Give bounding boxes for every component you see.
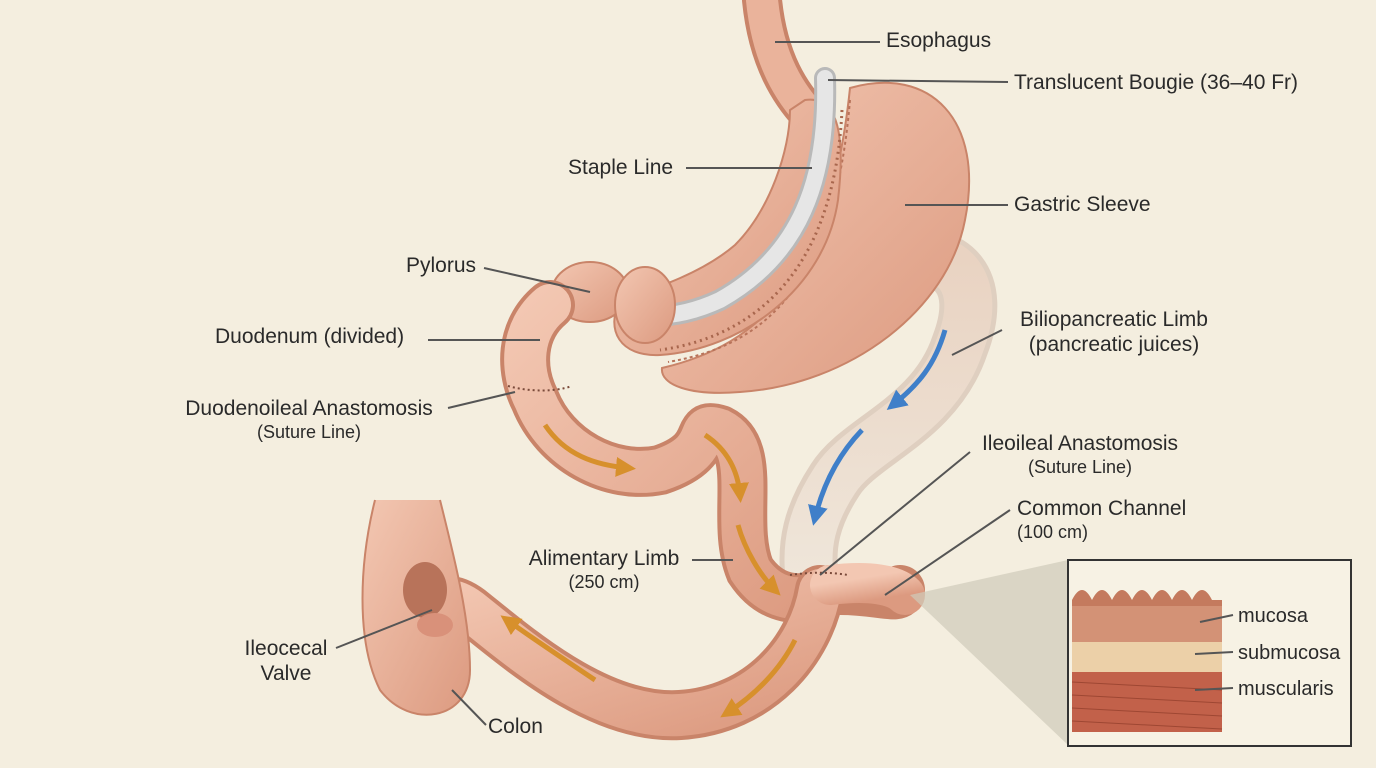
colon [361,499,472,716]
label-biliopancreatic-note: (pancreatic juices) [1028,333,1200,356]
food-flow-arrows [500,423,798,718]
bougie-tube [641,67,837,327]
label-alimentary-length: (250 cm) [568,572,640,592]
label-biliopancreatic-limb: Biliopancreatic Limb (pancreatic juices) [1008,307,1220,357]
label-ileoileal-note: (Suture Line) [1027,457,1133,477]
label-pylorus: Pylorus [406,254,477,277]
label-submucosa: submucosa [1238,642,1341,664]
common-channel [405,563,925,741]
label-duodenum: Duodenum (divided) [215,325,405,348]
label-alimentary-title: Alimentary Limb [528,547,680,570]
magnification-cone [910,560,1068,745]
label-duodenoileal-note: (Suture Line) [256,422,362,442]
label-bougie: Translucent Bougie (36–40 Fr) [1014,71,1299,94]
juice-flow-arrows [808,329,948,526]
suture-lines [507,385,849,576]
label-ileoileal-anastomosis: Ileoileal Anastomosis (Suture Line) [972,431,1188,478]
label-duodenoileal-title: Duodenoileal Anastomosis [185,397,433,420]
label-biliopancreatic-title: Biliopancreatic Limb [1020,308,1208,331]
label-ileocecal-line1: Ileocecal [244,637,328,660]
label-esophagus: Esophagus [886,29,992,52]
label-common-channel: Common Channel (100 cm) [1017,496,1186,543]
label-alimentary-limb: Alimentary Limb (250 cm) [519,546,689,593]
alimentary-limb [500,280,855,624]
label-colon: Colon [488,715,543,738]
label-mucosa: mucosa [1238,605,1309,627]
leader-lines [335,41,1011,726]
label-duodenoileal-anastomosis: Duodenoileal Anastomosis (Suture Line) [176,396,442,443]
label-gastric-sleeve: Gastric Sleeve [1014,193,1151,216]
histology-inset [1067,559,1352,747]
label-common-channel-length: (100 cm) [1017,522,1089,542]
label-muscularis: muscularis [1238,678,1334,700]
label-ileocecal-valve: Ileocecal Valve [236,636,336,686]
label-ileocecal-line2: Valve [260,662,312,685]
label-ileoileal-title: Ileoileal Anastomosis [981,432,1179,455]
label-common-channel-title: Common Channel [1017,497,1187,520]
label-staple-line: Staple Line [568,156,674,179]
